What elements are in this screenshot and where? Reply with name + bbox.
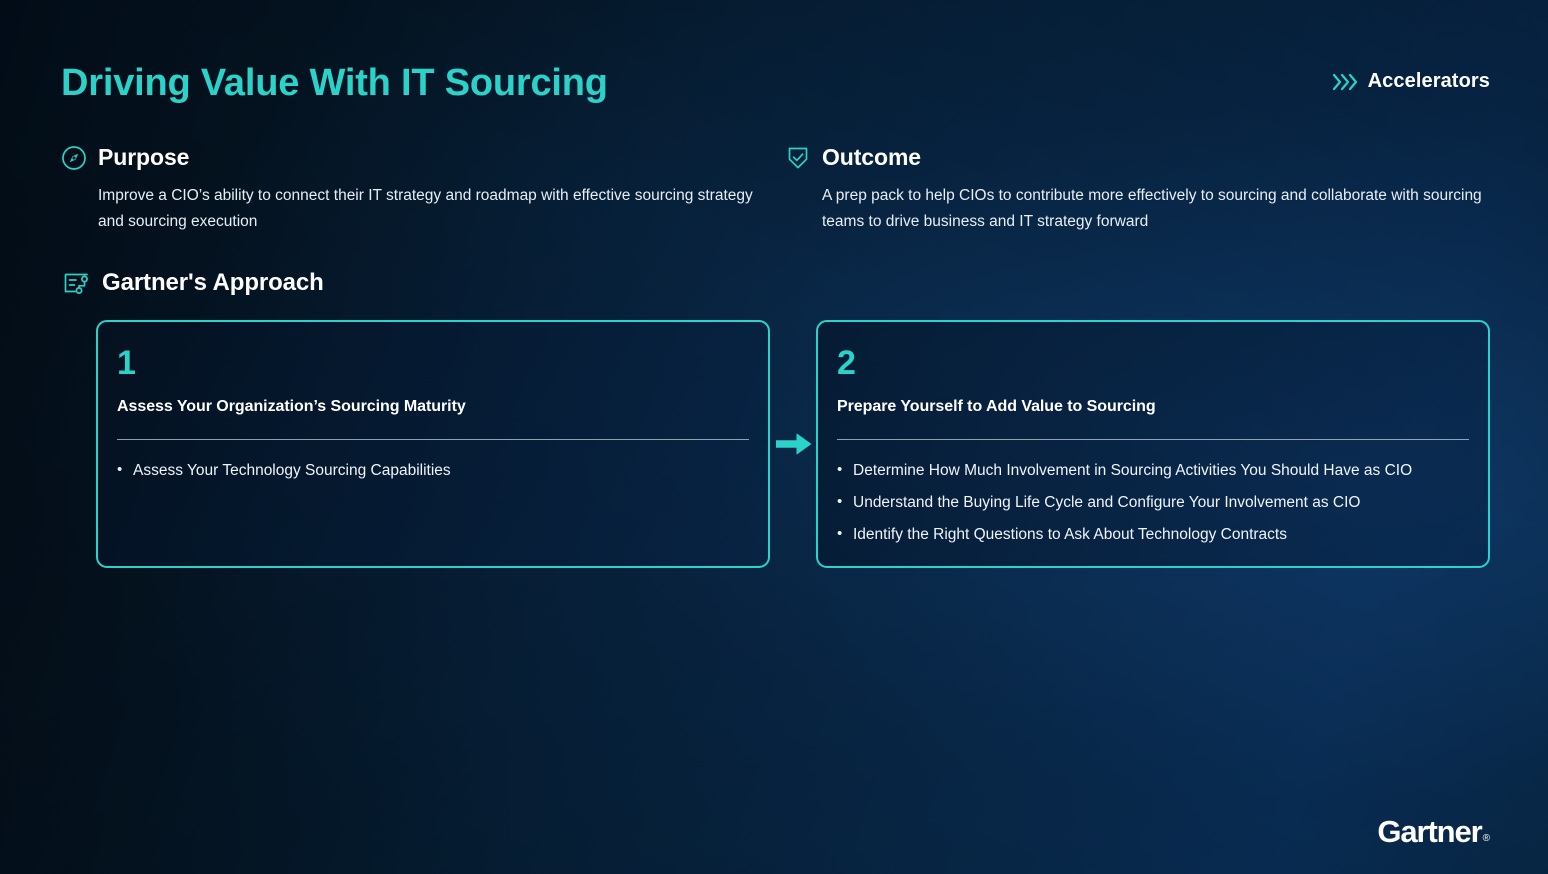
gartner-logo: Gartner® [1377,814,1490,850]
list-item[interactable]: Identify the Right Questions to Ask Abou… [837,523,1469,545]
purpose-section: Purpose Improve a CIO’s ability to conne… [61,144,761,235]
registered-mark: ® [1482,833,1490,844]
card-divider [837,439,1469,440]
card-divider [117,439,749,440]
triple-chevron-right-icon [1332,73,1359,91]
step-item-list: Determine How Much Involvement in Sourci… [837,459,1469,545]
outcome-title: Outcome [822,144,921,170]
approach-title: Gartner's Approach [102,269,324,296]
list-item[interactable]: Assess Your Technology Sourcing Capabili… [117,459,749,481]
purpose-title: Purpose [98,144,190,170]
step-heading: Prepare Yourself to Add Value to Sourcin… [837,398,1156,415]
accelerators-brand: Accelerators [1332,70,1490,93]
approach-header: Gartner's Approach [61,268,324,298]
page-title: Driving Value With IT Sourcing [61,62,608,104]
step-number: 1 [117,344,136,382]
outcome-header: Outcome [785,144,1495,171]
outcome-body: A prep pack to help CIOs to contribute m… [822,187,1482,230]
arrow-right-icon [774,427,814,461]
purpose-header: Purpose [61,144,761,171]
purpose-body: Improve a CIO’s ability to connect their… [98,187,753,230]
gartner-logo-text: Gartner [1377,814,1482,849]
list-item[interactable]: Determine How Much Involvement in Sourci… [837,459,1469,481]
compass-icon [61,145,87,171]
list-item[interactable]: Understand the Buying Life Cycle and Con… [837,491,1469,513]
step-card-1[interactable]: 1 Assess Your Organization’s Sourcing Ma… [96,320,770,568]
document-flowchart-icon [61,268,91,298]
step-item-list: Assess Your Technology Sourcing Capabili… [117,459,749,481]
step-heading: Assess Your Organization’s Sourcing Matu… [117,398,466,415]
outcome-section: Outcome A prep pack to help CIOs to cont… [785,144,1495,235]
step-card-2[interactable]: 2 Prepare Yourself to Add Value to Sourc… [816,320,1490,568]
step-number: 2 [837,344,856,382]
shield-check-icon [785,145,811,171]
accelerators-label: Accelerators [1367,70,1490,92]
